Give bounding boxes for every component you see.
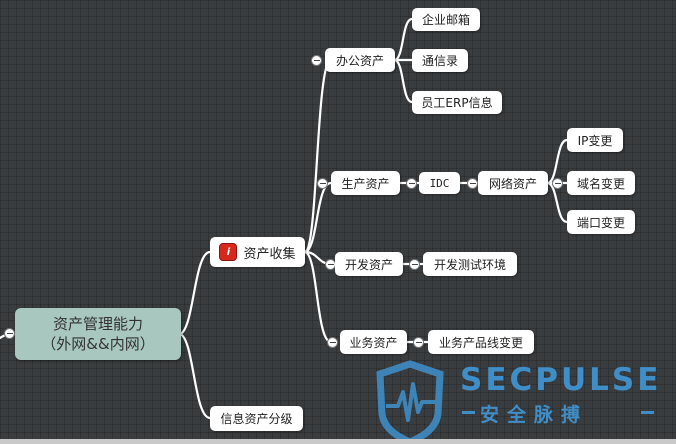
node-dev-assets[interactable]: 开发资产: [335, 252, 403, 276]
watermark-subtitle: 安全脉搏: [480, 404, 589, 426]
collapse-toggle-production-children[interactable]: [406, 178, 417, 189]
node-dev-test-env-label: 开发测试环境: [433, 257, 506, 272]
node-ip-change-label: IP变更: [577, 133, 613, 148]
link-office-mail: [393, 17, 414, 62]
node-business-product-change-label: 业务产品线变更: [438, 335, 523, 350]
node-dev-assets-label: 开发资产: [344, 257, 393, 272]
link-collect-office: [303, 58, 333, 254]
collapse-toggle-idc[interactable]: [467, 178, 478, 189]
collapse-toggle-office[interactable]: [311, 55, 322, 66]
node-employee-erp[interactable]: 员工ERP信息: [412, 91, 502, 114]
bottom-scrollbar-strip: [0, 439, 676, 444]
link-office-erp: [393, 58, 414, 104]
node-port-change[interactable]: 端口变更: [567, 210, 635, 234]
link-network-ip: [546, 138, 569, 185]
node-network-assets[interactable]: 网络资产: [478, 171, 548, 195]
collapse-toggle-business-children[interactable]: [413, 337, 424, 348]
node-domain-change-label: 域名变更: [576, 176, 625, 191]
root-node[interactable]: 资产管理能力 （外网&&内网）: [15, 308, 181, 360]
collapse-toggle-network[interactable]: [552, 178, 563, 189]
node-office-assets-label: 办公资产: [335, 53, 384, 68]
node-idc[interactable]: IDC: [419, 172, 460, 194]
node-contacts[interactable]: 通信录: [412, 49, 468, 72]
root-title: 资产管理能力: [52, 315, 143, 333]
link-root-collect: [178, 250, 212, 336]
node-info-asset-classification[interactable]: 信息资产分级: [210, 406, 303, 431]
node-dev-test-env[interactable]: 开发测试环境: [423, 252, 517, 276]
watermark-dash-left: [462, 411, 475, 414]
node-production-assets-label: 生产资产: [341, 176, 390, 191]
node-domain-change[interactable]: 域名变更: [567, 171, 635, 195]
watermark-brand: SECPULSE: [460, 362, 662, 398]
node-office-assets[interactable]: 办公资产: [325, 48, 395, 72]
node-network-assets-label: 网络资产: [488, 176, 537, 191]
node-ip-change[interactable]: IP变更: [567, 128, 623, 152]
collapse-toggle-business[interactable]: [327, 337, 338, 348]
node-info-asset-classification-label: 信息资产分级: [220, 412, 293, 426]
fire-icon: i: [219, 243, 238, 261]
root-subtitle: （外网&&内网）: [41, 335, 155, 353]
collapse-toggle-production[interactable]: [317, 178, 328, 189]
node-production-assets[interactable]: 生产资产: [331, 171, 400, 195]
node-enterprise-mail[interactable]: 企业邮箱: [412, 8, 480, 31]
node-port-change-label: 端口变更: [576, 215, 625, 230]
node-enterprise-mail-label: 企业邮箱: [421, 13, 470, 27]
node-business-assets[interactable]: 业务资产: [340, 330, 407, 354]
node-employee-erp-label: 员工ERP信息: [421, 96, 493, 110]
node-idc-label: IDC: [429, 176, 450, 190]
link-network-port: [546, 181, 569, 224]
collapse-toggle-dev-children[interactable]: [409, 259, 420, 270]
node-business-product-change[interactable]: 业务产品线变更: [428, 330, 534, 354]
link-root-classify: [178, 332, 212, 420]
collapse-toggle-root[interactable]: [4, 328, 15, 339]
node-asset-collection-label: 资产收集: [243, 246, 296, 262]
node-contacts-label: 通信录: [421, 54, 458, 68]
watermark-dash-right: [641, 411, 654, 414]
node-asset-collection[interactable]: i 资产收集: [210, 237, 305, 267]
node-business-assets-label: 业务资产: [349, 335, 398, 350]
